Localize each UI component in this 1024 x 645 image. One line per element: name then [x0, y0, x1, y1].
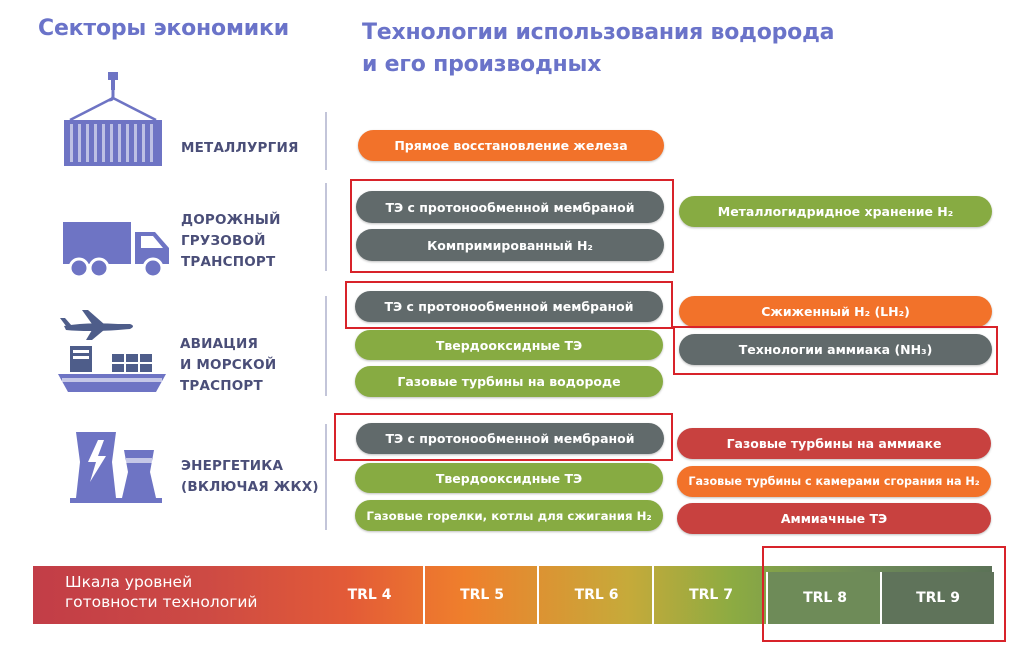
trl-scale-label-line2: готовности технологий [65, 593, 258, 611]
tech-ammonia-technologies: Технологии аммиака (NH₃) [679, 334, 992, 365]
sector-label-energy-line1: ЭНЕРГЕТИКА [181, 458, 284, 474]
highlight-box-ammonia [673, 326, 998, 375]
tech-direct-iron-reduction: Прямое восстановление железа [358, 130, 664, 161]
tech-solid-oxide-fuel-cell-aviation: Твердооксидные ТЭ [355, 330, 663, 360]
sectors-header: Секторы экономики [38, 16, 289, 41]
tech-metal-hydride-storage: Металлогидридное хранение H₂ [679, 196, 992, 227]
sector-label-energy: ЭНЕРГЕТИКА (ВКЛЮЧАЯ ЖКХ) [181, 456, 319, 498]
sector-label-aviation-line2: И МОРСКОЙ [180, 357, 277, 373]
tech-pem-fuel-cell-road: ТЭ с протонообменной мембраной [356, 191, 664, 223]
tech-ammonia-gas-turbines: Газовые турбины на аммиаке [677, 428, 991, 459]
trl-scale-bar: Шкала уровней готовности технологий TRL … [33, 566, 994, 624]
sector-label-aviation-line3: ТРАСПОРТ [180, 378, 263, 394]
power-plant-icon [68, 428, 164, 504]
trl-scale-label: Шкала уровней готовности технологий [65, 572, 257, 612]
trl-scale-label-line1: Шкала уровней [65, 573, 193, 591]
technologies-header-line1: Технологии использования водорода [362, 20, 835, 45]
sector-label-aviation-line1: АВИАЦИЯ [180, 336, 259, 352]
tech-liquefied-h2: Сжиженный H₂ (LH₂) [679, 296, 992, 327]
sector-label-energy-line2: (ВКЛЮЧАЯ ЖКХ) [181, 479, 319, 495]
truck-icon [63, 218, 173, 280]
tech-pem-fuel-cell-energy: ТЭ с протонообменной мембраной [356, 423, 664, 454]
sector-label-road: ДОРОЖНЫЙ ГРУЗОВОЙ ТРАНСПОРТ [181, 210, 281, 273]
trl-level-5: TRL 5 [423, 566, 539, 624]
sector-label-metallurgy: МЕТАЛЛУРГИЯ [181, 140, 299, 156]
tech-hydrogen-gas-turbines: Газовые турбины на водороде [355, 366, 663, 397]
tech-compressed-h2: Компримированный H₂ [356, 229, 664, 261]
plane-ship-icon [56, 306, 168, 398]
trl-level-4: TRL 4 [347, 587, 392, 603]
sector-label-road-line2: ГРУЗОВОЙ [181, 233, 266, 249]
highlight-box-energy [334, 413, 673, 461]
sector-label-road-line3: ТРАНСПОРТ [181, 254, 276, 270]
divider-energy [325, 424, 327, 530]
tech-ammonia-fuel-cells: Аммиачные ТЭ [677, 503, 991, 534]
tech-solid-oxide-fuel-cell-energy: Твердооксидные ТЭ [355, 463, 663, 493]
trl-level-6: TRL 6 [537, 566, 654, 624]
sector-label-road-line1: ДОРОЖНЫЙ [181, 212, 281, 228]
sector-label-aviation: АВИАЦИЯ И МОРСКОЙ ТРАСПОРТ [180, 334, 276, 397]
technologies-header-line2: и его производных [362, 52, 602, 77]
divider-aviation [325, 296, 327, 396]
container-crane-icon [60, 72, 166, 172]
divider-road [325, 183, 327, 271]
tech-pem-fuel-cell-aviation: ТЭ с протонообменной мембраной [355, 291, 663, 322]
tech-hydrogen-burners-boilers: Газовые горелки, котлы для сжигания H₂ [355, 500, 663, 531]
trl-level-9: TRL 9 [880, 572, 994, 624]
divider-metallurgy [325, 112, 327, 170]
highlight-box-road [350, 179, 674, 273]
trl-level-7: TRL 7 [652, 566, 768, 624]
tech-h2-combustion-chamber-turbines: Газовые турбины с камерами сгорания на H… [677, 466, 991, 497]
highlight-box-trl-8-9 [762, 546, 1006, 642]
trl-level-8: TRL 8 [766, 572, 882, 624]
highlight-box-aviation [345, 281, 673, 329]
